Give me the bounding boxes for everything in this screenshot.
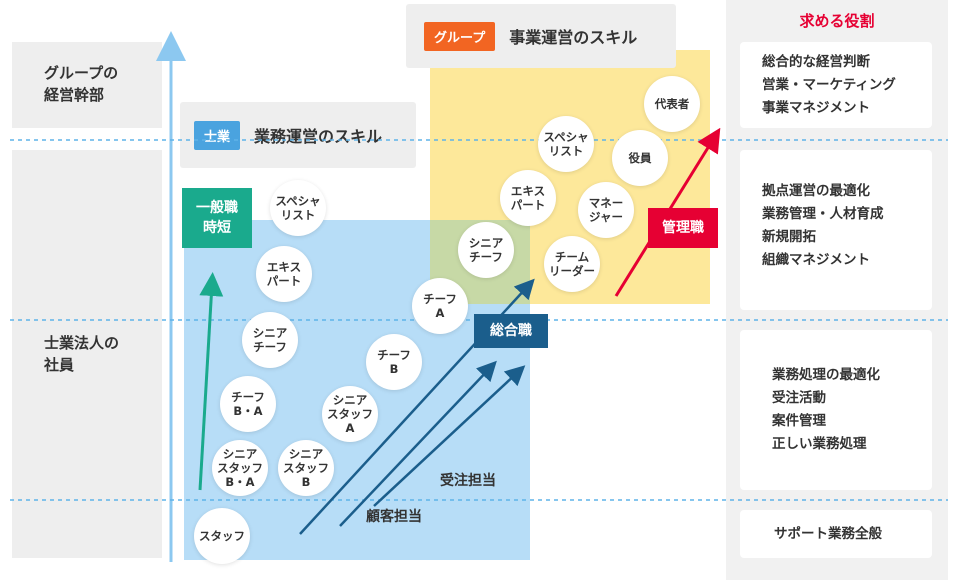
circle-specialist-shigyo: スペシャ リスト [270,180,326,236]
circle-chief-ba: チーフ B・A [220,376,276,432]
right-column-title: 求める役割 [799,12,875,30]
role-box-general: 業務処理の最適化 受注活動 案件管理 正しい業務処理 [740,330,932,490]
circle-senior-staff-b: シニア スタッフ B [278,440,334,496]
circle-yakuin: 役員 [612,130,668,186]
label-juchu: 受注担当 [440,473,496,489]
arrow-sogo-3 [373,365,526,507]
circle-senior-staff-a: シニア スタッフ A [322,386,378,442]
group-tag: グループ [424,21,496,51]
shigyo-tag: 士業 [194,120,241,150]
left-panel-group-exec [12,42,162,128]
shigyo-header-title: 業務運営のスキル [254,127,383,146]
arrow-sogo-2 [339,360,497,527]
left-panel-member [12,150,162,558]
label-sogo: 総合職 [474,314,548,348]
circle-chief-a: チーフ A [412,278,468,334]
label-kokyaku: 顧客担当 [366,509,422,525]
left-label-member: 士業法人の 社員 [44,334,120,374]
circle-team-leader: チーム リーダー [544,236,600,292]
circle-chief-b: チーフ B [366,334,422,390]
left-label-group-exec: グループの 経営幹部 [44,64,119,104]
circle-senior-staff-ba: シニア スタッフ B・A [212,440,268,496]
role-box-group: 総合的な経営判断 営業・マーケティング 事業マネジメント [740,42,932,128]
arrow-ippan [198,272,224,491]
circle-staff: スタッフ [194,508,250,564]
header-shigyo: 士業 業務運営のスキル [180,102,416,168]
header-group: グループ 事業運営のスキル [406,4,676,68]
circle-specialist-group: スペシャ リスト [538,116,594,172]
circle-manager: マネー ジャー [578,182,634,238]
label-ippan: 一般職 時短 [182,188,252,248]
role-box-support: サポート業務全般 [740,510,932,558]
circle-expert-shigyo: エキス パート [256,246,312,302]
circle-daihyo: 代表者 [644,76,700,132]
circle-senior-chief-group: シニア チーフ [458,222,514,278]
role-box-manager: 拠点運営の最適化 業務管理・人材育成 新規開拓 組織マネジメント [740,150,932,310]
group-header-title: 事業運営のスキル [509,28,638,47]
label-kanri: 管理職 [648,208,718,248]
circle-senior-chief-shigyo: シニア チーフ [242,312,298,368]
circle-expert-group: エキス パート [500,170,556,226]
